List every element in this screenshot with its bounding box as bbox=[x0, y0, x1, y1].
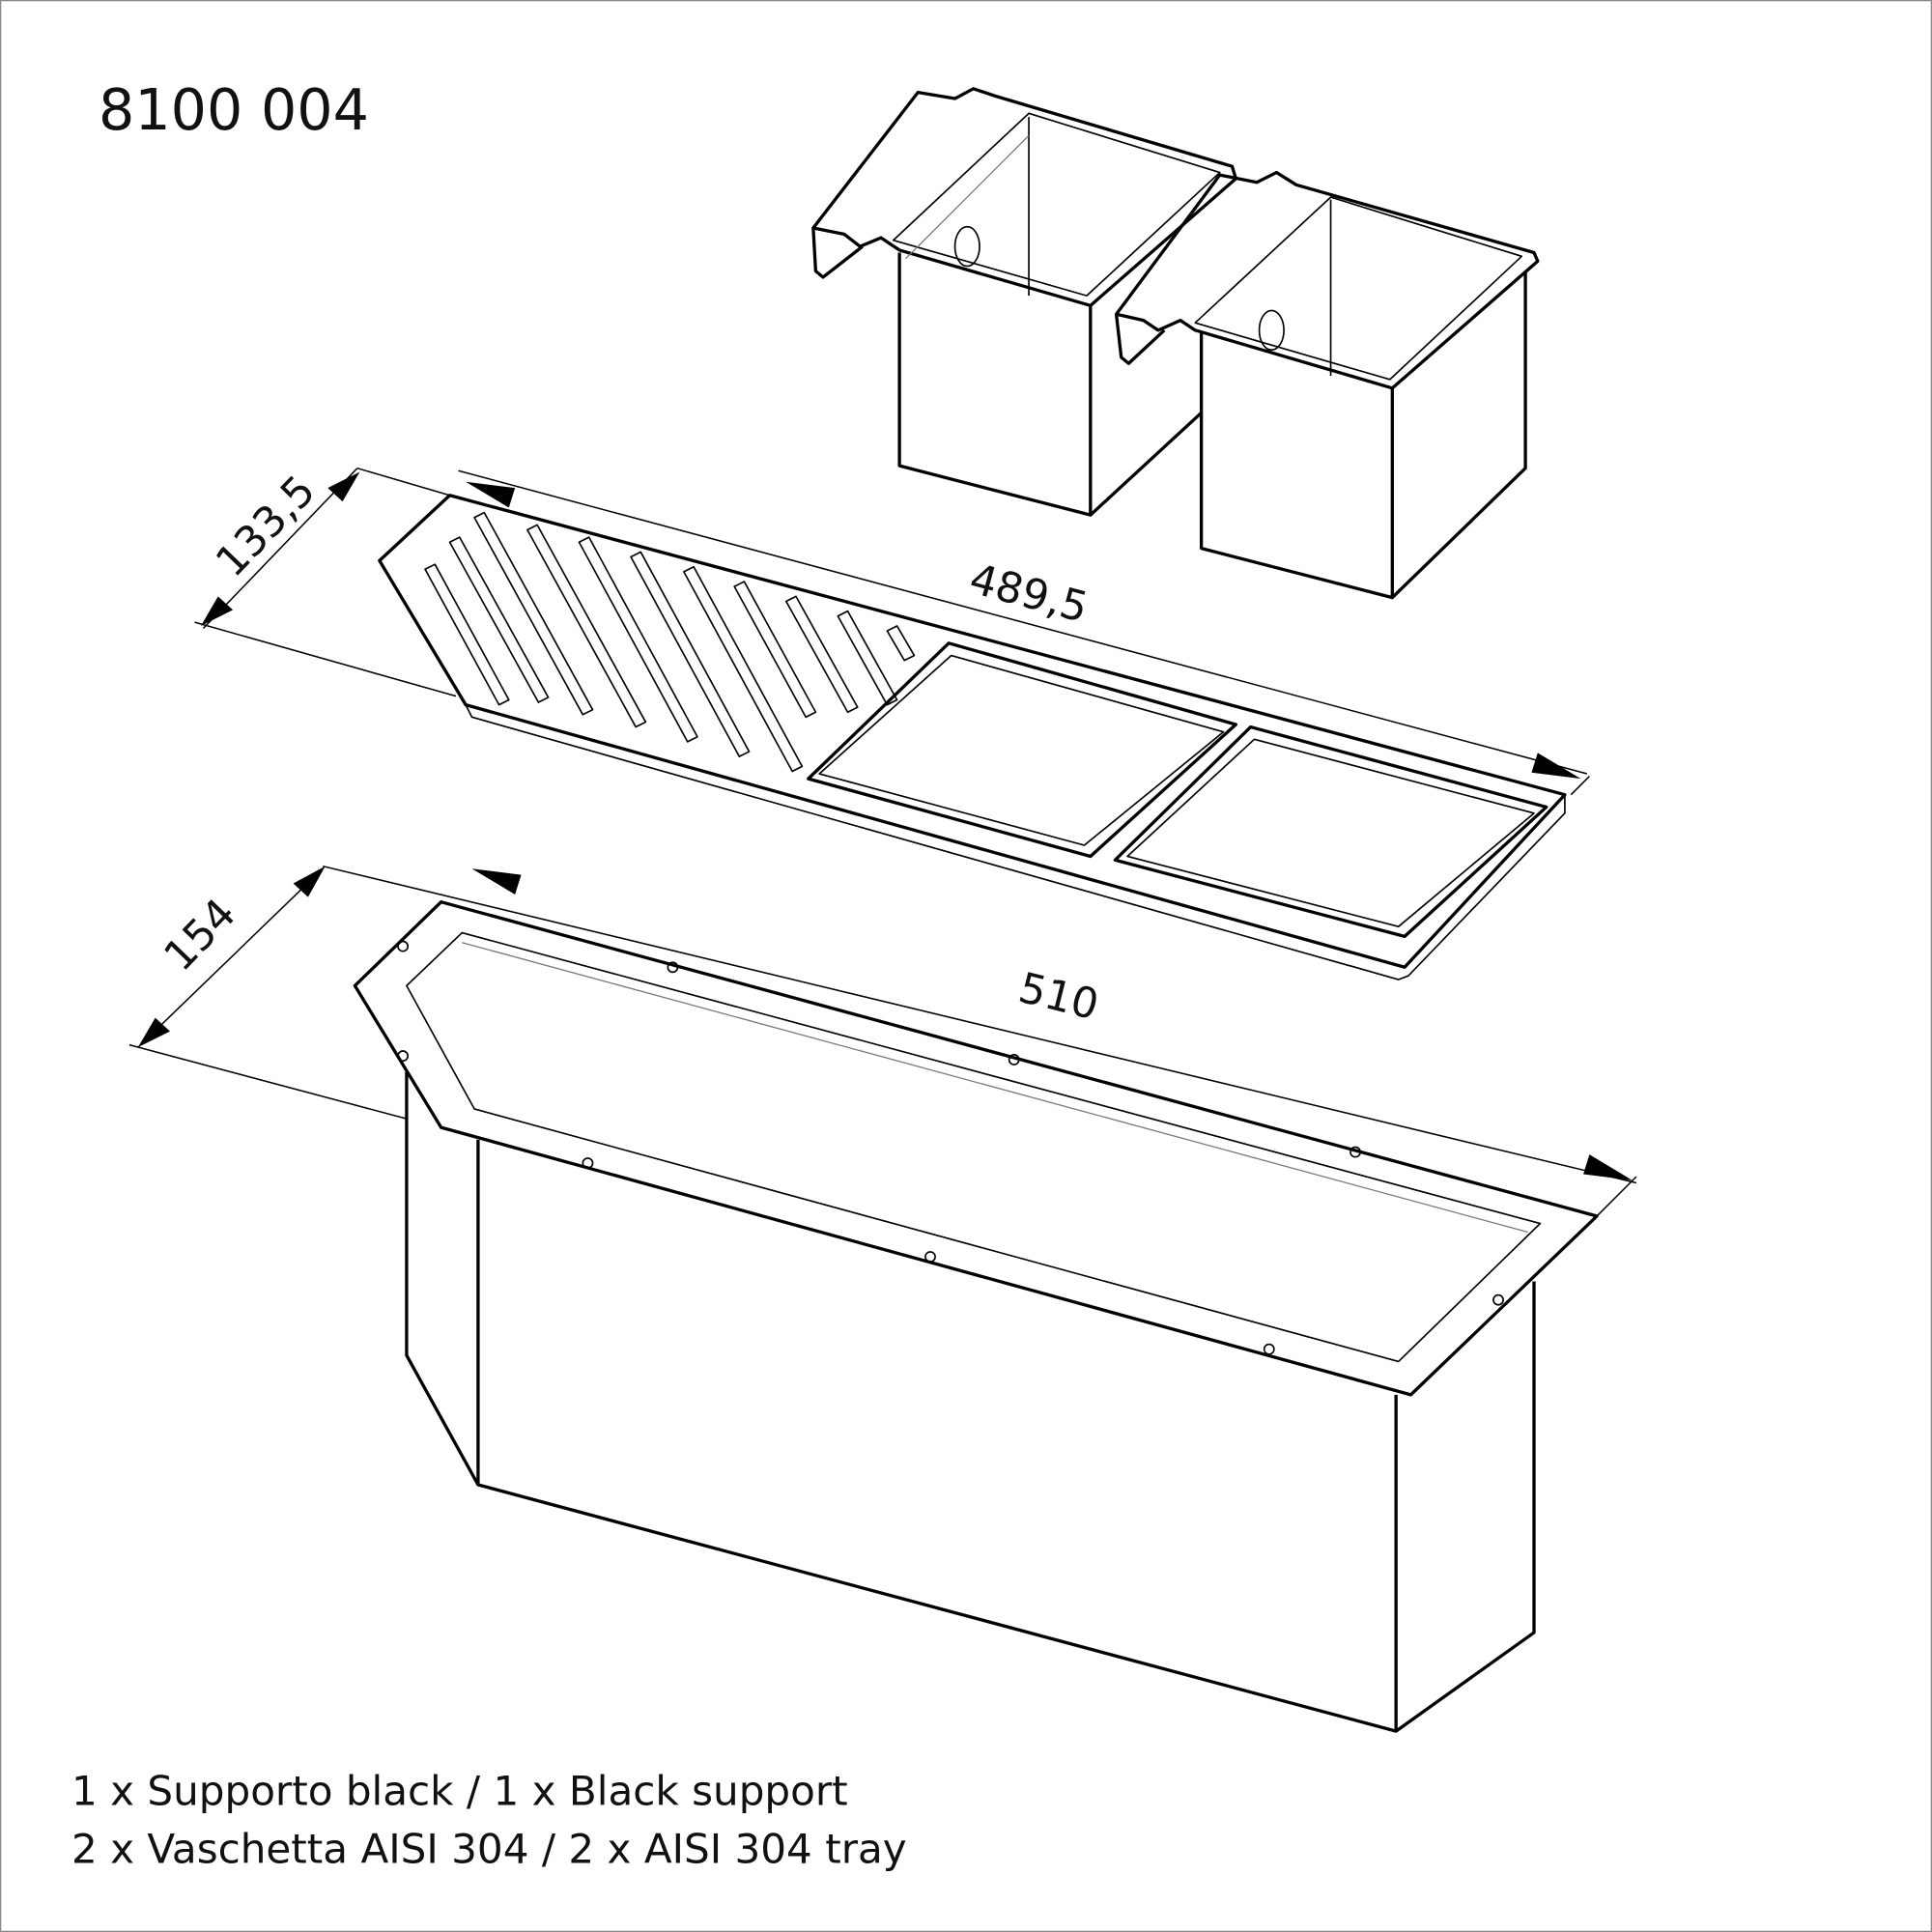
grid-opening-left bbox=[807, 641, 1237, 859]
mounting-holes bbox=[397, 940, 1504, 1355]
grid-slots bbox=[424, 511, 916, 773]
support-depth-label: 154 bbox=[156, 890, 245, 980]
dimension-grid-depth: 133,5 bbox=[194, 467, 457, 697]
product-code: 8100 004 bbox=[99, 77, 369, 143]
dimension-support-length: 510 bbox=[323, 865, 1637, 1217]
tray-right bbox=[1114, 170, 1540, 600]
grid-opening-right bbox=[1113, 724, 1548, 939]
parts-list-line-1: 1 x Supporto black / 1 x Black support bbox=[71, 1768, 848, 1815]
grid-plate bbox=[378, 494, 1567, 980]
grid-length-label: 489,5 bbox=[964, 555, 1093, 633]
dimension-support-depth: 154 bbox=[128, 866, 408, 1120]
parts-list-line-2: 2 x Vaschetta AISI 304 / 2 x AISI 304 tr… bbox=[71, 1826, 907, 1873]
grid-depth-label: 133,5 bbox=[207, 467, 325, 586]
tray-left bbox=[811, 87, 1237, 517]
black-support bbox=[353, 900, 1599, 1733]
support-length-label: 510 bbox=[1014, 964, 1103, 1031]
